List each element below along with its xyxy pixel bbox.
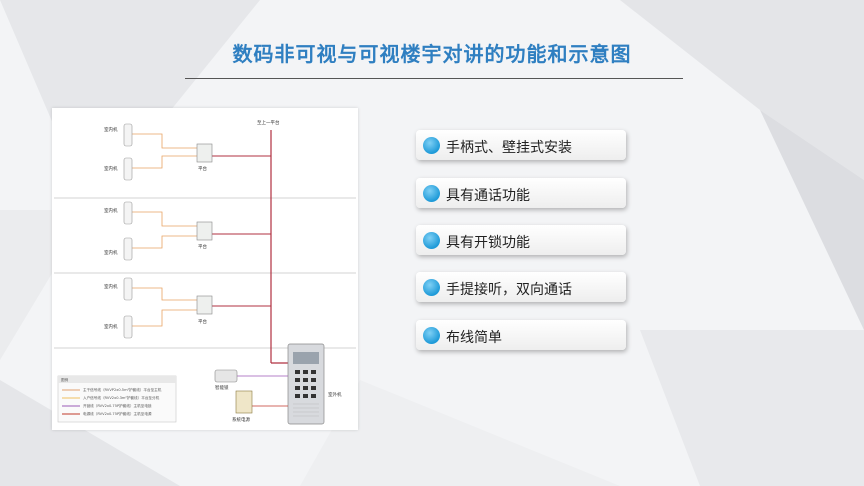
- legend-title: 图例: [61, 377, 69, 382]
- label-indoor-unit: 室内机: [104, 126, 118, 133]
- feature-label: 手柄式、壁挂式安装: [446, 140, 572, 156]
- label-power-supply: 系统电源: [232, 416, 250, 423]
- legend-item: 电源线（RVV2x0.75P护套线）主机至电源: [83, 411, 152, 416]
- label-outdoor-unit: 室外机: [328, 391, 342, 398]
- legend-item: 主干信号线（RVVP2x0.5m²护套线）平台至主机: [83, 387, 162, 392]
- label-to-upper-platform: 至上一平台: [257, 119, 280, 126]
- legend-item: 开锁线（RVV2x0.75P护套线）主机至电锁: [83, 403, 152, 408]
- bullet-icon: [423, 137, 440, 154]
- feature-label: 布线简单: [446, 330, 502, 346]
- feature-item: 布线简单: [416, 320, 626, 350]
- slide-title: 数码非可视与可视楼宇对讲的功能和示意图: [232, 42, 632, 66]
- label-door-lock: 智能锁: [215, 384, 229, 391]
- title-divider: [185, 78, 683, 79]
- feature-label: 具有通话功能: [446, 188, 530, 204]
- label-indoor-unit: 室内机: [104, 249, 118, 256]
- label-platform: 平台: [198, 318, 207, 325]
- label-indoor-unit: 室内机: [104, 323, 118, 330]
- feature-item: 手提接听，双向通话: [416, 272, 626, 302]
- bullet-icon: [423, 232, 440, 249]
- feature-label: 手提接听，双向通话: [446, 282, 572, 298]
- feature-item: 具有通话功能: [416, 178, 626, 208]
- label-platform: 平台: [198, 243, 207, 250]
- bullet-icon: [423, 279, 440, 296]
- legend-item: 入户信号线（RVV2x0.3m²护套线）平台至分机: [83, 395, 160, 400]
- intercom-wiring-diagram: 至上一平台 室内机 室内机 室内机 室内机 室内机 室内机 平台 平台 平台 室…: [52, 108, 358, 430]
- feature-item: 具有开锁功能: [416, 225, 626, 255]
- label-indoor-unit: 室内机: [104, 207, 118, 214]
- label-platform: 平台: [198, 165, 207, 172]
- feature-item: 手柄式、壁挂式安装: [416, 130, 626, 160]
- bullet-icon: [423, 327, 440, 344]
- label-indoor-unit: 室内机: [104, 283, 118, 290]
- label-indoor-unit: 室内机: [104, 165, 118, 172]
- feature-label: 具有开锁功能: [446, 235, 530, 251]
- bullet-icon: [423, 185, 440, 202]
